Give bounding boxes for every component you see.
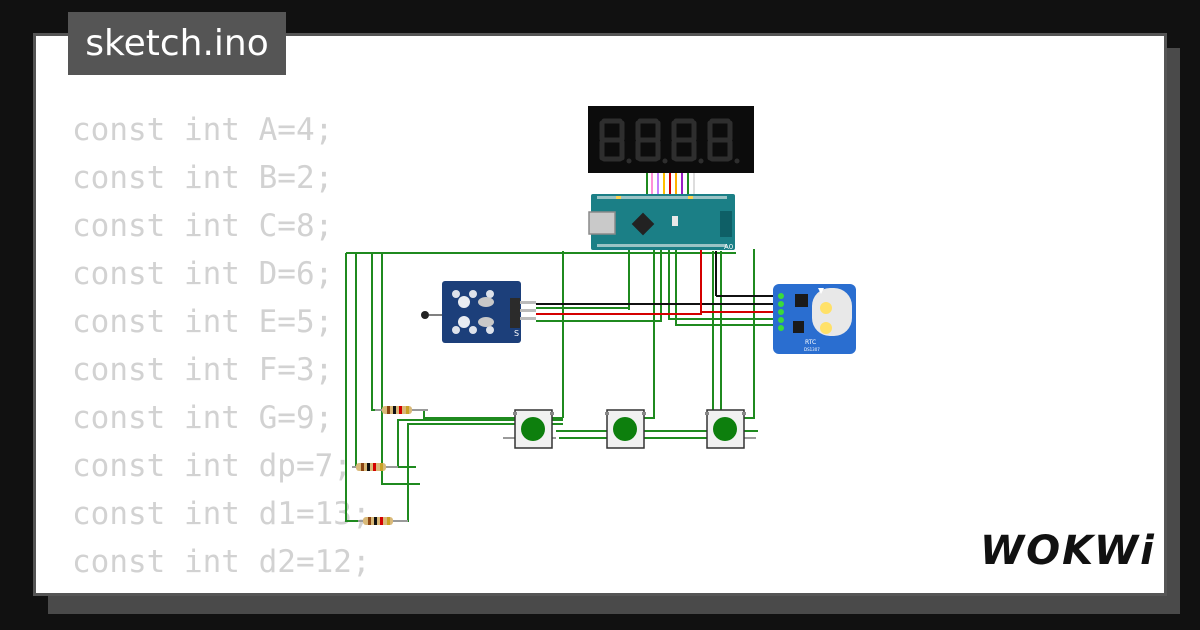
push-button-2[interactable] <box>605 409 646 449</box>
code-line: const int dp=7; <box>72 448 352 484</box>
sensor-module[interactable]: S <box>421 281 536 343</box>
resistor[interactable] <box>358 517 408 525</box>
sensor-pin-label: S <box>514 329 519 338</box>
arduino-nano[interactable]: A0 <box>588 194 735 251</box>
code-line: const int E=5; <box>72 304 334 340</box>
code-line: const int A=4; <box>72 112 334 148</box>
rtc-chip-label: DS1307 <box>804 347 820 352</box>
code-line: const int D=6; <box>72 256 334 292</box>
wire <box>536 250 702 315</box>
wire <box>643 249 655 419</box>
push-button-3[interactable] <box>705 409 756 449</box>
code-line: const int B=2; <box>72 160 334 196</box>
code-line: const int d3=11; <box>72 586 371 593</box>
code-line: const int C=8; <box>72 208 334 244</box>
wire <box>536 249 662 322</box>
nano-pin-label: A0 <box>724 243 733 251</box>
rtc-module[interactable]: RTC DS1307 <box>773 284 856 354</box>
green-wires <box>345 130 778 522</box>
rtc-chip <box>795 294 808 307</box>
seven-segment-display[interactable] <box>588 106 754 173</box>
power-wires <box>536 250 778 315</box>
rtc-label: RTC <box>805 339 816 346</box>
resistor[interactable] <box>375 406 428 414</box>
wire <box>743 249 755 419</box>
code-line: const int F=3; <box>72 352 334 388</box>
preview-card: const int A=4; const int B=2; const int C=… <box>33 33 1167 596</box>
circuit-diagram: A0 S <box>345 106 856 525</box>
file-tab[interactable]: sketch.ino <box>68 12 286 75</box>
resistor[interactable] <box>352 463 398 471</box>
wire <box>668 249 778 320</box>
wire <box>675 249 778 326</box>
code-line: const int G=9; <box>72 400 334 436</box>
sensor-probe <box>421 311 429 319</box>
push-button-1[interactable] <box>503 409 556 449</box>
usb-port <box>588 211 616 235</box>
code-line: const int d2=12; <box>72 544 371 580</box>
wire <box>381 253 420 485</box>
wire <box>345 253 381 522</box>
code-line: const int d1=13; <box>72 496 371 532</box>
wire <box>371 253 381 411</box>
code-preview: const int A=4; const int B=2; const int C=… <box>72 106 371 593</box>
wokwi-logo: WOKWi <box>980 528 1156 574</box>
